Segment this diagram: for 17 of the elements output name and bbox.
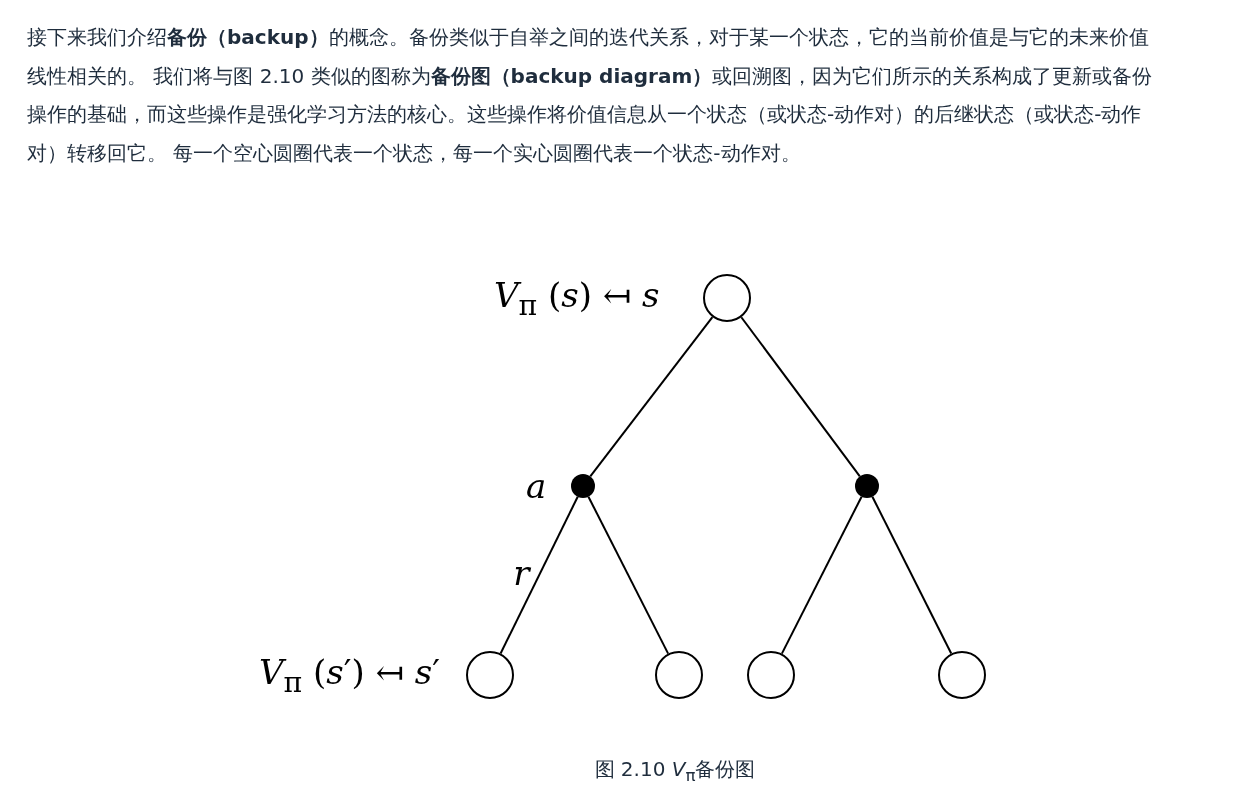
- math-label: V$_{π}$ (s) ↤ s: [494, 274, 660, 322]
- edge-line: [740, 316, 861, 478]
- paragraph-text: 接下来我们介绍备份（backup）的概念。备份类似于自举之间的迭代关系，对于某一个状态，它的当前价值是与它的未来价值线性相关的。 我们将与图 2.10 类似的图称为备份图（backup diagram）或回溯图，因为它们所示的关系构成了更新或备份操作的基础，而这些操作是强化学习方法的核心。这些操作将价值信息从一个状态（或状态-动作对）的后继状态（或状态-动作对）转移回它。 每一个空心圆圈代表一个状态，每一个实心圆圈代表一个状态-动作对。: [27, 24, 1154, 167]
- edge-line: [871, 495, 953, 655]
- state-circle: [703, 274, 751, 322]
- edge-line: [499, 495, 579, 655]
- state-circle: [747, 651, 795, 699]
- action-dot: [855, 474, 879, 498]
- edge-line: [587, 495, 670, 655]
- math-label: V$_{π}$ (s′) ↤ s′: [259, 651, 440, 699]
- edge-line: [589, 316, 714, 478]
- action-dot: [571, 474, 595, 498]
- state-circle: [655, 651, 703, 699]
- figure-caption: 图 2.10 V$_{π}$备份图: [594, 756, 756, 785]
- state-circle: [938, 651, 986, 699]
- state-circle: [466, 651, 514, 699]
- math-label: a: [526, 466, 547, 506]
